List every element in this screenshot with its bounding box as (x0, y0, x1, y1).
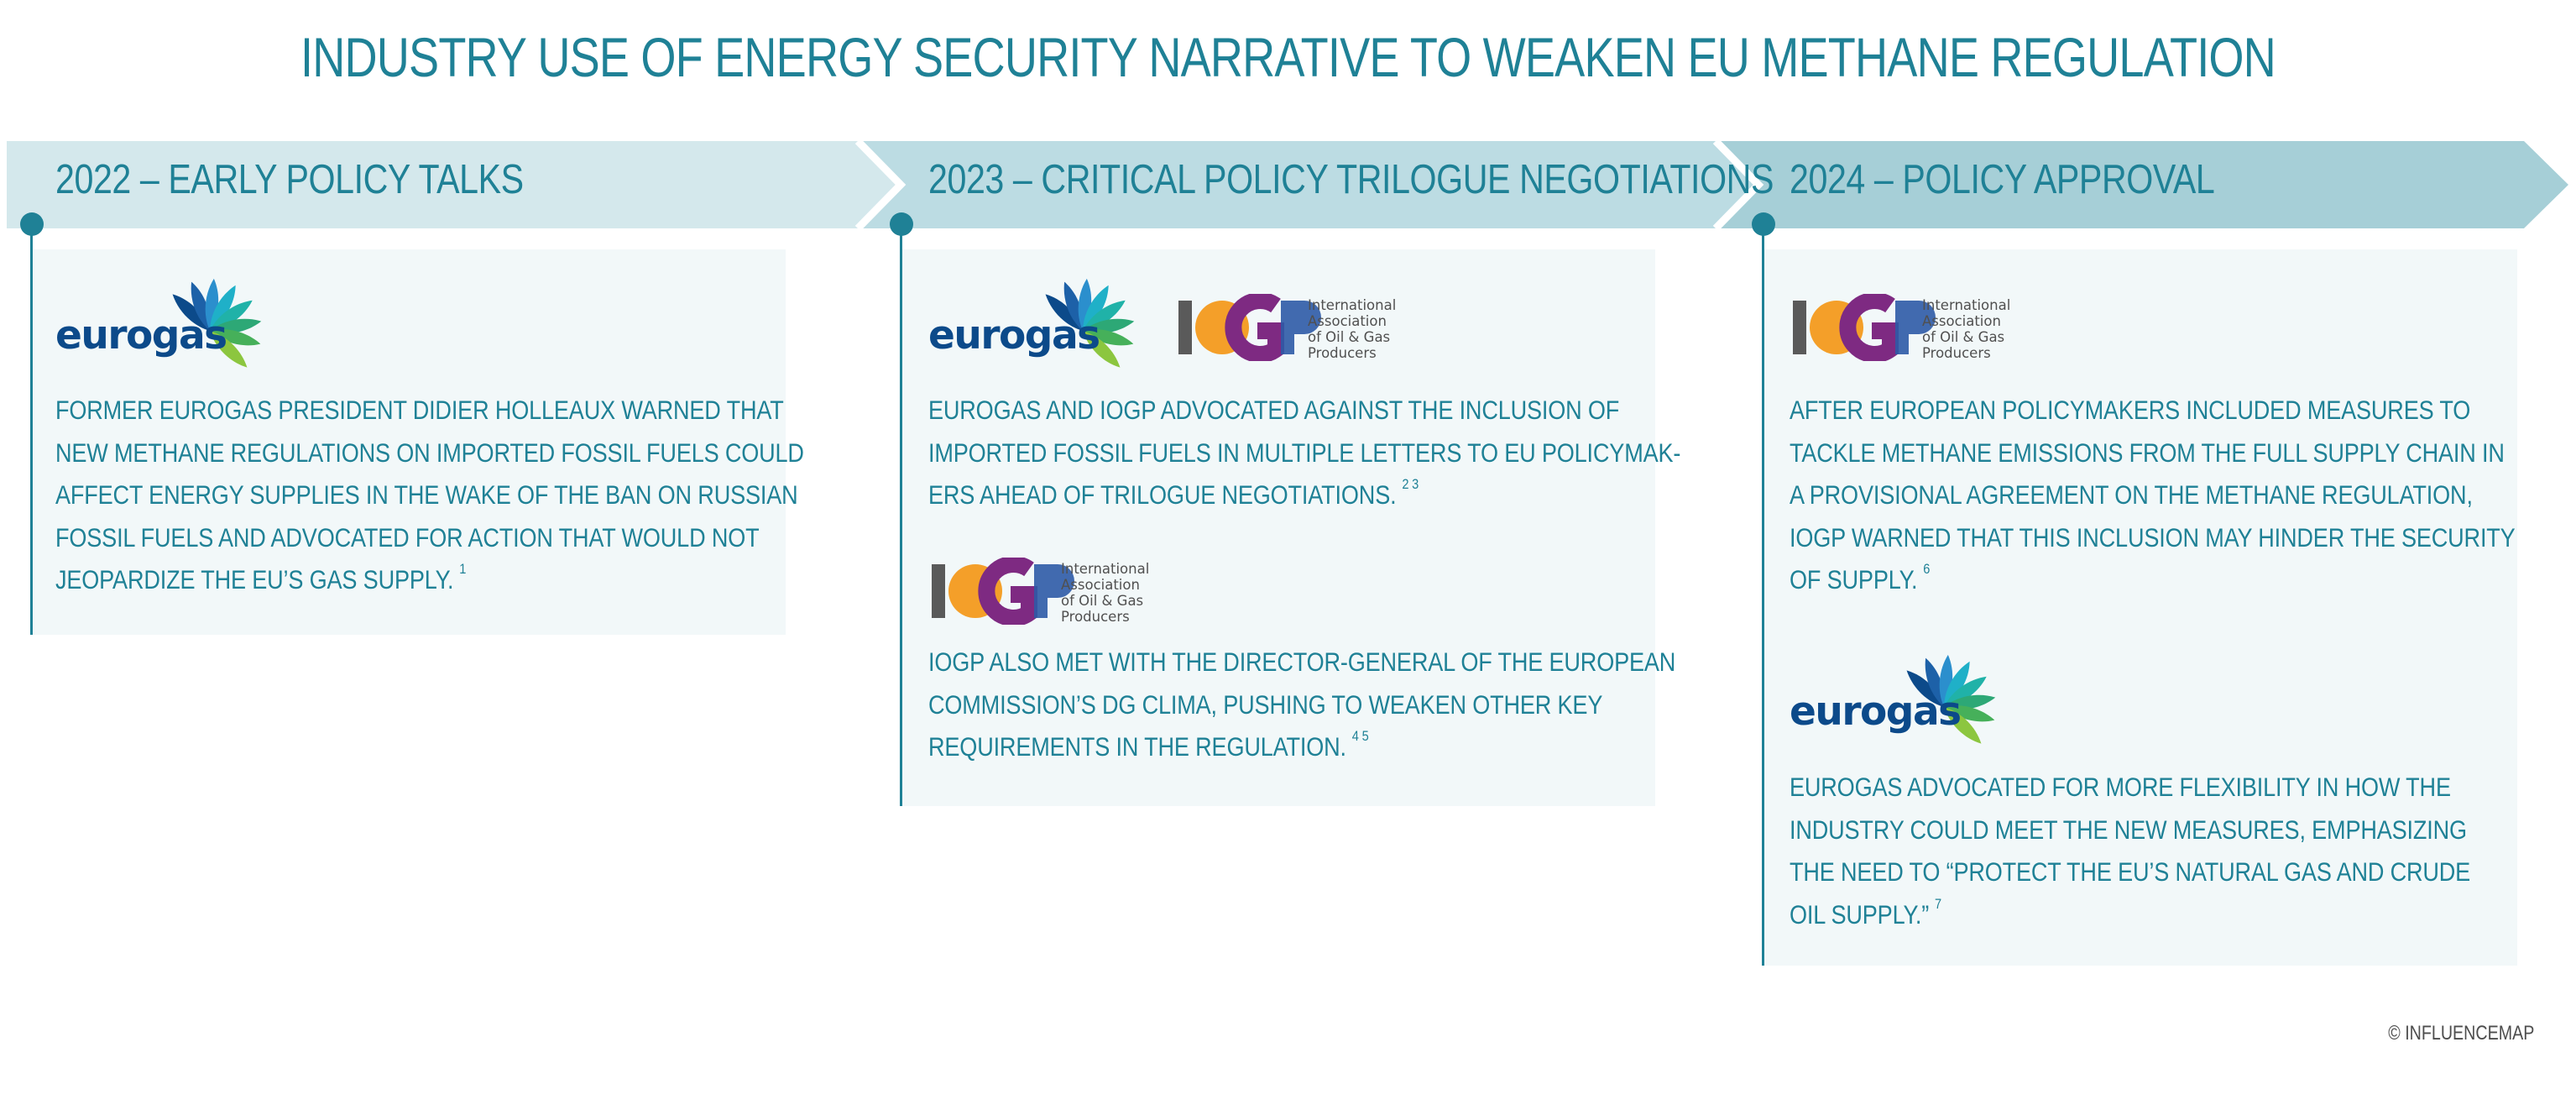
stage-label-2024: 2024 – POLICY APPROVAL (1790, 157, 2215, 202)
iogp-letters-icon: International Association of Oil & Gas P… (932, 558, 1149, 625)
footnote-marker: 7 (1934, 895, 1941, 912)
eurogas-wordmark: eurogas (55, 312, 227, 359)
iogp-name-line: of Oil & Gas (1922, 329, 2004, 345)
timeline-connector-2023 (900, 225, 902, 806)
stage-entry-text: FORMER EUROGAS PRESIDENT DIDIER HOLLEAUX… (55, 389, 804, 601)
text-line: NEW METHANE REGULATIONS ON IMPORTED FOSS… (55, 437, 804, 468)
iogp-name-line: of Oil & Gas (1308, 329, 1390, 345)
eurogas-logo: eurogas (927, 270, 1147, 384)
footnote-marker: 4 5 (1351, 728, 1369, 744)
footnote-marker: 6 (1923, 561, 1931, 577)
stage-band-2024 (1716, 141, 2568, 228)
eurogas-wordmark: eurogas (1790, 689, 1961, 735)
text-line: A PROVISIONAL AGREEMENT ON THE METHANE R… (1790, 479, 2473, 510)
text-line: OIL SUPPLY.” (1790, 898, 1930, 930)
stage-entry-text: AFTER EUROPEAN POLICYMAKERS INCLUDED MEA… (1790, 389, 2516, 601)
eurogas-flower-icon: eurogas (928, 278, 1135, 368)
text-line: TACKLE METHANE EMISSIONS FROM THE FULL S… (1790, 437, 2505, 468)
stage-entry-text: IOGP ALSO MET WITH THE DIRECTOR-GENERAL … (928, 641, 1675, 768)
stage-label-2023: 2023 – CRITICAL POLICY TRILOGUE NEGOTIAT… (928, 157, 1774, 202)
stage-band-2022 (7, 141, 901, 228)
eurogas-flower-icon: eurogas (55, 278, 262, 368)
text-line: ERS AHEAD OF TRILOGUE NEGOTIATIONS. (928, 479, 1397, 510)
timeline-band (7, 141, 2568, 228)
stage-band-2023 (858, 141, 1758, 228)
text-line: REQUIREMENTS IN THE REGULATION. (928, 731, 1346, 762)
footnote-marker: 1 (459, 561, 467, 577)
text-line: IMPORTED FOSSIL FUELS IN MULTIPLE LETTER… (928, 437, 1681, 468)
iogp-name-line: Association (1308, 313, 1387, 329)
stage-entry-text: EUROGAS ADVOCATED FOR MORE FLEXIBILITY I… (1790, 766, 2470, 935)
iogp-name-line: International (1922, 297, 2010, 313)
text-line: COMMISSION’S DG CLIMA, PUSHING TO WEAKEN… (928, 689, 1603, 720)
iogp-name-line: Producers (1308, 345, 1377, 361)
timeline-dot-2022 (20, 212, 44, 236)
chevron-separator (854, 141, 907, 228)
iogp-name-line: Association (1922, 313, 2001, 329)
copyright-notice: © INFLUENCEMAP (2387, 1022, 2534, 1045)
chevron-separator (1712, 141, 1764, 228)
footnote-marker: 2 3 (1402, 476, 1419, 492)
text-line: IOGP WARNED THAT THIS INCLUSION MAY HIND… (1790, 521, 2516, 552)
text-line: EUROGAS AND IOGP ADVOCATED AGAINST THE I… (928, 395, 1620, 425)
iogp-letters-icon: International Association of Oil & Gas P… (1178, 294, 1396, 361)
iogp-logo: International Association of Oil & Gas P… (1791, 294, 2018, 361)
eurogas-flower-icon: eurogas (1790, 654, 1996, 744)
text-line: IOGP ALSO MET WITH THE DIRECTOR-GENERAL … (928, 647, 1676, 677)
eurogas-logo: eurogas (1788, 647, 2008, 760)
timeline-connector-2024 (1762, 225, 1764, 966)
iogp-name-line: International (1308, 297, 1396, 313)
iogp-name-line: Producers (1061, 609, 1130, 625)
iogp-name-line: Association (1061, 577, 1140, 593)
text-line: THE NEED TO “PROTECT THE EU’S NATURAL GA… (1790, 856, 2471, 887)
stage-card-2024 (1763, 249, 2517, 966)
text-line: AFFECT ENERGY SUPPLIES IN THE WAKE OF TH… (55, 479, 798, 510)
text-line: FORMER EUROGAS PRESIDENT DIDIER HOLLEAUX… (55, 395, 784, 425)
iogp-name-line: of Oil & Gas (1061, 593, 1143, 609)
timeline-dot-2023 (890, 212, 913, 236)
iogp-logo: International Association of Oil & Gas P… (930, 558, 1157, 625)
text-line: EUROGAS ADVOCATED FOR MORE FLEXIBILITY I… (1790, 772, 2451, 802)
stage-entry-text: EUROGAS AND IOGP ADVOCATED AGAINST THE I… (928, 389, 1680, 516)
eurogas-wordmark: eurogas (928, 312, 1100, 359)
stage-card-2022 (31, 249, 786, 635)
eurogas-logo: eurogas (54, 270, 274, 384)
text-line: JEOPARDIZE THE EU’S GAS SUPPLY. (55, 564, 454, 594)
iogp-logo: International Association of Oil & Gas P… (1177, 294, 1403, 361)
text-line: FOSSIL FUELS AND ADVOCATED FOR ACTION TH… (55, 521, 760, 552)
timeline-dot-2024 (1752, 212, 1775, 236)
iogp-name-line: International (1061, 561, 1149, 577)
stage-label-2022: 2022 – EARLY POLICY TALKS (55, 157, 524, 202)
iogp-letters-icon: International Association of Oil & Gas P… (1793, 294, 2010, 361)
text-line: AFTER EUROPEAN POLICYMAKERS INCLUDED MEA… (1790, 395, 2471, 425)
timeline-connector-2022 (30, 225, 33, 635)
text-line: OF SUPPLY. (1790, 564, 1918, 594)
iogp-name-line: Producers (1922, 345, 1991, 361)
page-title: INDUSTRY USE OF ENERGY SECURITY NARRATIV… (300, 26, 2276, 88)
text-line: INDUSTRY COULD MEET THE NEW MEASURES, EM… (1790, 814, 2467, 845)
